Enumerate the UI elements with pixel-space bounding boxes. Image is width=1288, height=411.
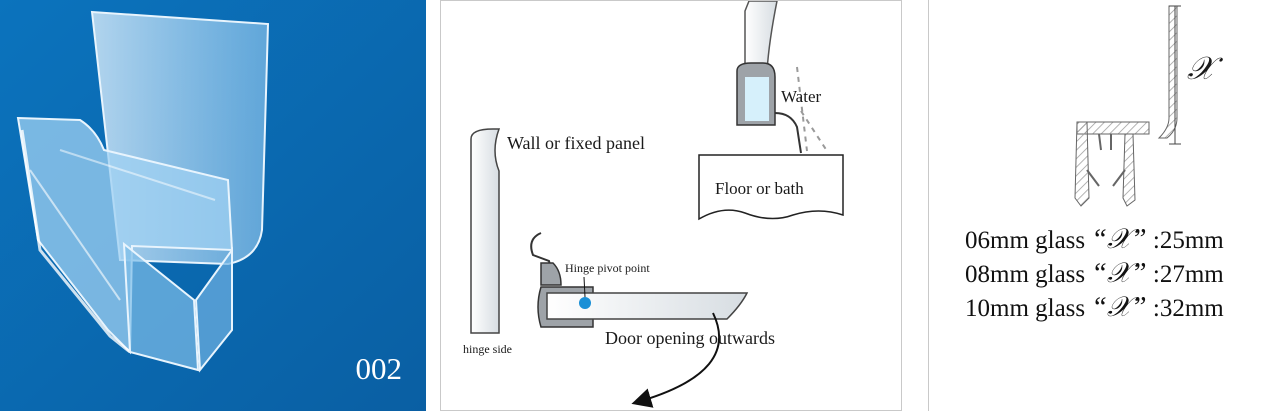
product-code-label: 002 bbox=[355, 351, 403, 386]
pivot-label: Hinge pivot point bbox=[565, 261, 650, 275]
spec-symbol: “𝒳” bbox=[1091, 224, 1147, 255]
dimension-x-label: 𝒳 bbox=[1187, 50, 1215, 86]
floor-block bbox=[698, 154, 844, 221]
specification-panel: 𝒳 06mm glass “𝒳” :25mm 08mm glass “𝒳” :2… bbox=[928, 0, 1288, 411]
spec-glass: 08mm glass bbox=[965, 261, 1086, 288]
glass-panel-top bbox=[744, 1, 778, 72]
spec-symbol: “𝒳” bbox=[1091, 292, 1147, 323]
water-label: Water bbox=[781, 87, 822, 106]
product-photo-panel: 002 bbox=[0, 0, 426, 411]
spec-row: 08mm glass “𝒳” :27mm bbox=[965, 258, 1224, 290]
spec-value: :32mm bbox=[1152, 295, 1224, 322]
opening-arrow bbox=[631, 312, 721, 408]
spec-symbol: “𝒳” bbox=[1091, 258, 1147, 289]
installation-drawing bbox=[470, 1, 844, 408]
wall-label: Wall or fixed panel bbox=[507, 133, 645, 153]
installation-diagram-panel: Water Floor or bath Wall or fixed panel … bbox=[440, 0, 902, 411]
spec-row: 06mm glass “𝒳” :25mm bbox=[965, 224, 1224, 256]
spec-value: :27mm bbox=[1152, 261, 1224, 288]
pivot-dot bbox=[579, 297, 591, 309]
spec-row: 10mm glass “𝒳” :32mm bbox=[965, 292, 1224, 324]
floor-label: Floor or bath bbox=[715, 179, 804, 198]
spec-value: :25mm bbox=[1152, 227, 1224, 254]
door-panel bbox=[546, 292, 749, 320]
spec-glass: 06mm glass bbox=[965, 227, 1086, 254]
wall-panel bbox=[470, 128, 501, 334]
door-opening-label: Door opening outwards bbox=[605, 328, 775, 348]
hinge-side-label: hinge side bbox=[463, 342, 512, 356]
spec-glass: 10mm glass bbox=[965, 295, 1086, 322]
seal-cross-section bbox=[1074, 5, 1181, 207]
seal-profile-illustration bbox=[0, 0, 426, 411]
